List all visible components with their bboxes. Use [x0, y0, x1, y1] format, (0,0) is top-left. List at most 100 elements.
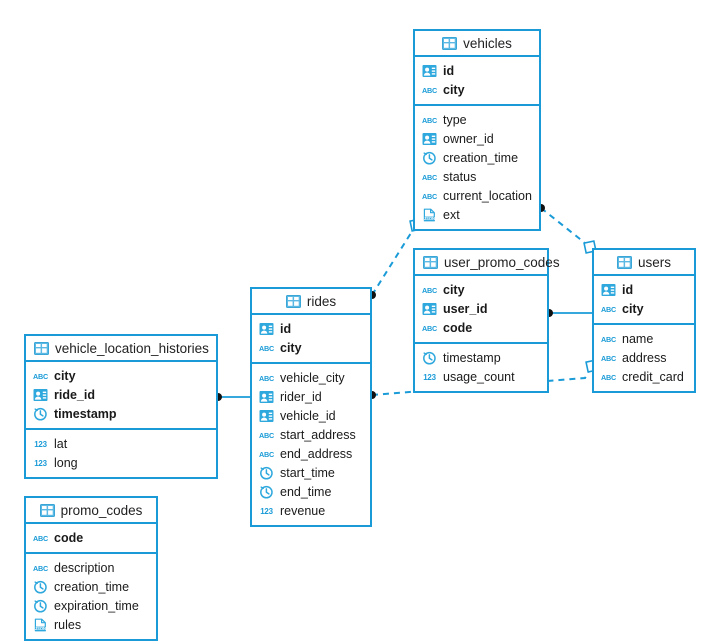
field-name: rider_id — [280, 389, 322, 404]
field-row[interactable]: expiration_time — [26, 596, 156, 615]
clock-icon — [423, 351, 436, 365]
123-number-icon: 123 — [260, 506, 274, 515]
svg-text:ABC: ABC — [601, 354, 616, 363]
field-row[interactable]: ABC credit_card — [594, 367, 694, 386]
field-name: id — [622, 282, 634, 297]
svg-text:123: 123 — [423, 372, 436, 381]
rel-vlh-rides — [214, 393, 250, 401]
field-row[interactable]: 123 long — [26, 453, 216, 472]
field-row[interactable]: id — [415, 61, 539, 80]
field-row[interactable]: 123 lat — [26, 434, 216, 453]
field-row[interactable]: ABC status — [415, 167, 539, 186]
field-row[interactable]: ABC description — [26, 558, 156, 577]
field-name: name — [622, 331, 654, 346]
abc-string-icon: ABC — [601, 354, 616, 363]
field-row[interactable]: ABC type — [415, 110, 539, 129]
primary-key-section-vehicle_location_histories: ABC city ride_id timestamp — [26, 362, 216, 430]
table-grid-icon — [39, 503, 55, 517]
field-name: code — [443, 320, 473, 335]
svg-text:123: 123 — [260, 506, 273, 515]
123-number-icon: 123 — [34, 458, 48, 467]
field-row[interactable]: ABC code — [26, 528, 156, 547]
field-row[interactable]: ABC start_address — [252, 425, 370, 444]
field-row[interactable]: ABC vehicle_city — [252, 368, 370, 387]
table-header-rides[interactable]: rides — [252, 289, 370, 315]
field-row[interactable]: creation_time — [415, 148, 539, 167]
field-name: usage_count — [443, 369, 515, 384]
field-row[interactable]: ABC city — [415, 280, 547, 299]
field-row[interactable]: JSON rules — [26, 615, 156, 634]
field-name: city — [443, 82, 465, 97]
field-row[interactable]: owner_id — [415, 129, 539, 148]
table-rides[interactable]: rides id ABC city ABC vehicle_city rider… — [250, 287, 372, 527]
table-users[interactable]: users id ABC city ABC name ABC address A… — [592, 248, 696, 393]
field-row[interactable]: start_time — [252, 463, 370, 482]
id-card-icon — [422, 64, 437, 77]
table-name: rides — [306, 293, 337, 309]
field-row[interactable]: 123 revenue — [252, 501, 370, 520]
field-row[interactable]: JSON ext — [415, 205, 539, 224]
field-row[interactable]: ABC address — [594, 348, 694, 367]
field-row[interactable]: timestamp — [415, 348, 547, 367]
id-card-icon — [422, 132, 437, 145]
svg-text:ABC: ABC — [259, 431, 274, 440]
field-row[interactable]: end_time — [252, 482, 370, 501]
table-vehicle_location_histories[interactable]: vehicle_location_histories ABC city ride… — [24, 334, 218, 479]
field-name: lat — [54, 436, 68, 451]
field-row[interactable]: ABC city — [26, 366, 216, 385]
svg-text:ABC: ABC — [259, 344, 274, 353]
field-row[interactable]: ABC name — [594, 329, 694, 348]
table-name: promo_codes — [60, 502, 143, 518]
field-row[interactable]: user_id — [415, 299, 547, 318]
table-user_promo_codes[interactable]: user_promo_codes ABC city user_id ABC co… — [413, 248, 560, 393]
field-name: rules — [54, 617, 82, 632]
field-row[interactable]: ABC code — [415, 318, 547, 337]
field-row[interactable]: id — [594, 280, 694, 299]
table-header-vehicle_location_histories[interactable]: vehicle_location_histories — [26, 336, 216, 362]
field-name: status — [443, 169, 477, 184]
field-row[interactable]: timestamp — [26, 404, 216, 423]
abc-string-icon: ABC — [259, 431, 274, 440]
svg-text:ABC: ABC — [601, 335, 616, 344]
field-row[interactable]: 123 usage_count — [415, 367, 547, 386]
field-name: city — [280, 340, 302, 355]
field-name: user_id — [443, 301, 488, 316]
field-row[interactable]: rider_id — [252, 387, 370, 406]
column-section-promo_codes: ABC description creation_time expiration… — [26, 554, 156, 639]
field-name: type — [443, 112, 467, 127]
field-row[interactable]: vehicle_id — [252, 406, 370, 425]
field-row[interactable]: ABC city — [415, 80, 539, 99]
field-name: id — [280, 321, 292, 336]
field-row[interactable]: creation_time — [26, 577, 156, 596]
primary-key-section-user_promo_codes: ABC city user_id ABC code — [415, 276, 547, 344]
table-grid-icon — [34, 341, 49, 355]
abc-string-icon: ABC — [422, 324, 437, 333]
table-header-users[interactable]: users — [594, 250, 694, 276]
abc-string-icon: ABC — [422, 173, 437, 182]
table-header-vehicles[interactable]: vehicles — [415, 31, 539, 57]
table-name: users — [637, 254, 671, 270]
field-row[interactable]: ABC city — [594, 299, 694, 318]
svg-text:ABC: ABC — [422, 86, 437, 95]
field-row[interactable]: ABC city — [252, 338, 370, 357]
field-name: end_time — [280, 484, 332, 499]
field-name: address — [622, 350, 667, 365]
table-promo_codes[interactable]: promo_codes ABC code ABC description cre… — [24, 496, 158, 641]
field-row[interactable]: ABC end_address — [252, 444, 370, 463]
column-section-rides: ABC vehicle_city rider_id vehicle_id ABC… — [252, 364, 370, 525]
table-header-promo_codes[interactable]: promo_codes — [26, 498, 156, 524]
field-row[interactable]: id — [252, 319, 370, 338]
field-name: revenue — [280, 503, 326, 518]
connector-line — [371, 224, 417, 296]
table-vehicles[interactable]: vehicles id ABC city ABC type owner_id c… — [413, 29, 541, 231]
primary-key-section-users: id ABC city — [594, 276, 694, 325]
table-header-user_promo_codes[interactable]: user_promo_codes — [415, 250, 560, 276]
field-row[interactable]: ABC current_location — [415, 186, 539, 205]
abc-string-icon: ABC — [259, 450, 274, 459]
column-section-vehicles: ABC type owner_id creation_time ABC stat… — [415, 106, 539, 229]
field-row[interactable]: ride_id — [26, 385, 216, 404]
svg-text:JSON: JSON — [35, 626, 46, 631]
svg-text:ABC: ABC — [33, 564, 48, 573]
table-grid-icon — [423, 255, 438, 269]
